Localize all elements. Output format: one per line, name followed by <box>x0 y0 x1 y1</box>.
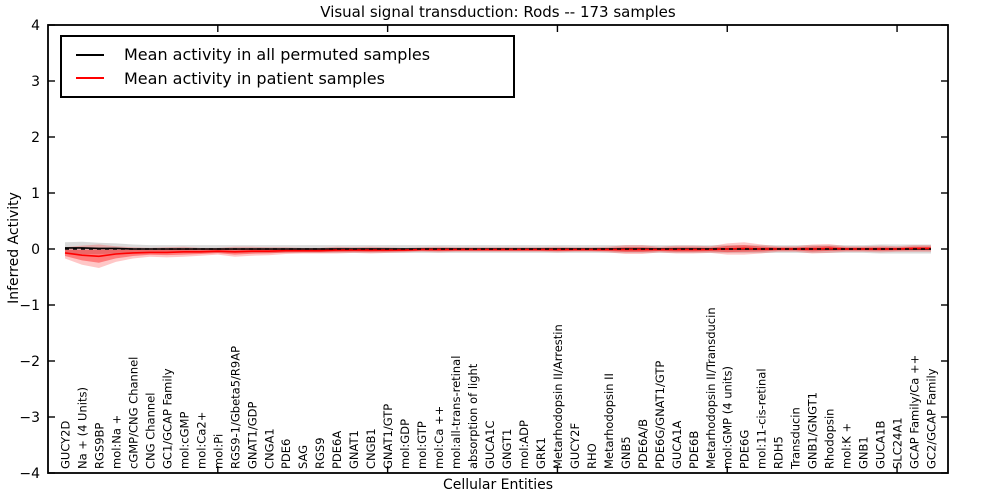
entity-label: Metarhodopsin II/Arrestin <box>551 324 565 469</box>
y-tick-label: 4 <box>31 18 40 34</box>
entity-label: GC2/GCAP Family <box>925 368 939 469</box>
x-axis-label: Cellular Entities <box>442 477 554 493</box>
entity-label: PDE6G/GNAT1/GTP <box>653 361 667 469</box>
y-tick-label: 2 <box>31 130 40 146</box>
entity-label: PDE6B <box>687 431 701 469</box>
y-tick-label: 3 <box>31 74 40 90</box>
legend-item-permuted: Mean activity in all permuted samples <box>76 45 513 64</box>
entity-label: PDE6A <box>330 431 344 469</box>
entity-label: GUCY2F <box>568 423 582 469</box>
entity-label: RGS9BP <box>92 423 106 469</box>
entity-label: CNGA1 <box>262 428 276 469</box>
entity-label: GNAT1/GDP <box>245 402 259 469</box>
y-tick-label: −2 <box>19 354 40 370</box>
entity-label: mol:Pi <box>211 434 225 469</box>
entity-label: GNB1 <box>857 436 871 469</box>
legend-label-patient: Mean activity in patient samples <box>124 68 385 88</box>
entity-label: mol:cGMP <box>177 412 191 469</box>
patient-line-swatch <box>76 77 104 80</box>
y-tick-label: −3 <box>19 410 40 426</box>
entity-label: mol:Ca ++ <box>432 406 446 469</box>
entity-label: GUCY2D <box>59 421 73 469</box>
entity-label: GCAP Family/Ca ++ <box>908 355 922 469</box>
entity-label: GNGT1 <box>500 429 514 469</box>
entity-label: cGMP/CNG Channel <box>126 357 140 469</box>
entity-label: GNB1/GNGT1 <box>806 392 820 469</box>
entity-label: Metarhodopsin II <box>602 373 616 469</box>
entity-label: PDE6 <box>279 439 293 469</box>
entity-label: RHO <box>585 443 599 469</box>
entity-label: mol:GMP (4 units) <box>721 366 735 469</box>
permuted-line-swatch <box>76 53 104 56</box>
entity-label: Transducin <box>789 407 803 470</box>
entity-label: GUCA1B <box>874 420 888 469</box>
entity-label: mol:ADP <box>517 420 531 469</box>
entity-label: RDH5 <box>772 436 786 469</box>
entity-label: absorption of light <box>466 363 480 469</box>
entity-label: SAG <box>296 445 310 469</box>
entity-label: GC1/GCAP Family <box>160 368 174 469</box>
entity-label: mol:Ca2+ <box>194 412 208 469</box>
entity-label: GRK1 <box>534 437 548 469</box>
entity-label: mol:K + <box>840 423 854 469</box>
entity-label: mol:11-cis-retinal <box>755 368 769 469</box>
entity-label: Rhodopsin <box>823 409 837 469</box>
entity-label: PDE6G <box>738 430 752 469</box>
entity-label: CNGB1 <box>364 428 378 469</box>
y-tick-label: −4 <box>19 466 40 482</box>
entity-label: GNAT1/GTP <box>381 404 395 469</box>
entity-label: Na + (4 Units) <box>76 387 90 469</box>
entity-label: GUCA1A <box>670 420 684 469</box>
y-tick-label: −1 <box>19 298 40 314</box>
entity-label: GUCA1C <box>483 420 497 469</box>
y-tick-label: 1 <box>31 186 40 202</box>
legend: Mean activity in all permuted samples Me… <box>60 35 515 98</box>
legend-label-permuted: Mean activity in all permuted samples <box>124 45 431 65</box>
entity-label: mol:all-trans-retinal <box>449 356 463 469</box>
entity-label: RGS9-1/Gbeta5/R9AP <box>228 346 242 469</box>
legend-item-patient: Mean activity in patient samples <box>76 69 513 88</box>
entity-label: mol:GDP <box>398 419 412 469</box>
entity-label: SLC24A1 <box>891 417 905 469</box>
entity-label: mol:GTP <box>415 421 429 469</box>
entity-label: RGS9 <box>313 437 327 469</box>
entity-label: PDE6A/B <box>636 419 650 469</box>
chart-title: Visual signal transduction: Rods -- 173 … <box>320 3 676 21</box>
entity-label: GNB5 <box>619 436 633 469</box>
y-tick-label: 0 <box>31 242 40 258</box>
entity-label: Metarhodopsin II/Transducin <box>704 307 718 469</box>
entity-label: CNG Channel <box>143 393 157 469</box>
entity-label: mol:Na + <box>109 415 123 469</box>
entity-label: GNAT1 <box>347 430 361 469</box>
